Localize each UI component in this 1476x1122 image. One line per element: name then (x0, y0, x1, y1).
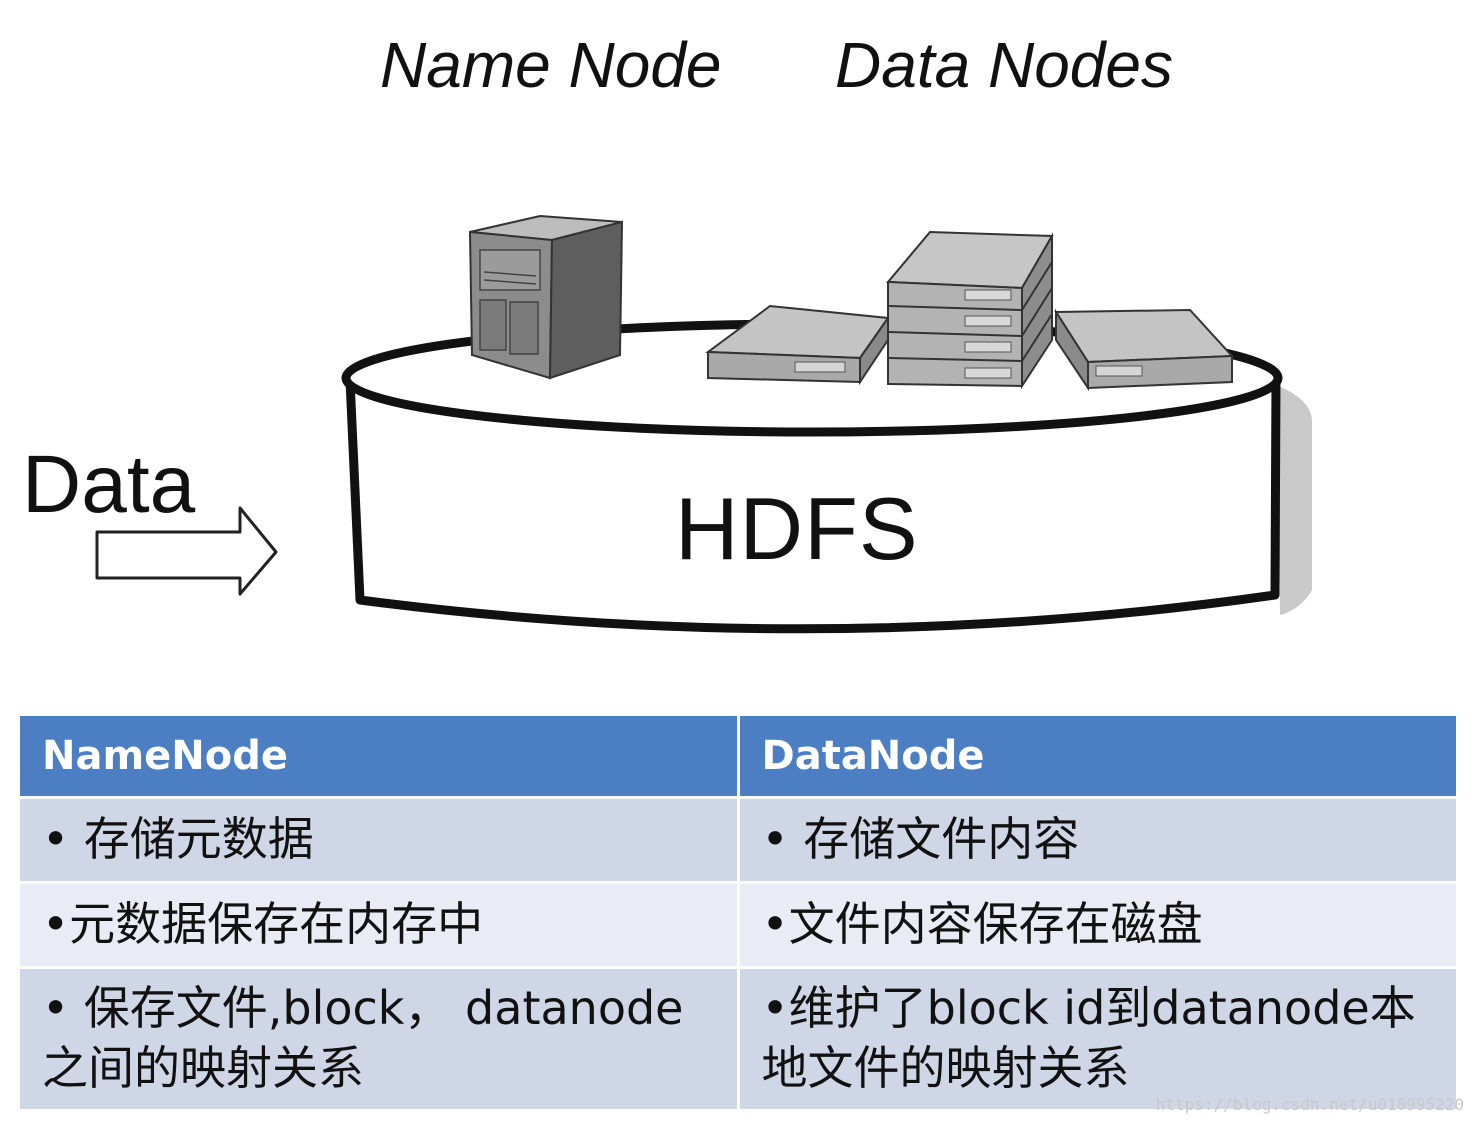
table-cell: • 存储元数据 (17, 796, 740, 884)
data-nodes-label: Data Nodes (835, 29, 1173, 101)
table-row: • 保存文件,block， datanode之间的映射关系 •维护了block … (17, 966, 1459, 1112)
input-arrow-icon (95, 506, 278, 596)
table-cell: •文件内容保存在磁盘 (736, 881, 1459, 969)
table-cell: •维护了block id到datanode本地文件的映射关系 (736, 966, 1459, 1112)
comparison-table: NameNode DataNode • 存储元数据 • 存储文件内容 •元数据保… (17, 716, 1459, 1112)
column-header-datanode: DataNode (736, 716, 1459, 799)
data-node-server-icon (885, 230, 1054, 390)
table-header-row: NameNode DataNode (17, 716, 1459, 799)
data-node-server-icon (1054, 308, 1235, 392)
hdfs-label: HDFS (675, 479, 919, 578)
data-node-server-icon (705, 304, 890, 386)
table-cell: • 保存文件,block， datanode之间的映射关系 (17, 966, 740, 1112)
table-cell: •元数据保存在内存中 (17, 881, 740, 969)
table-cell: • 存储文件内容 (736, 796, 1459, 884)
table-row: • 存储元数据 • 存储文件内容 (17, 796, 1459, 884)
data-input-label: Data (22, 439, 196, 530)
column-header-namenode: NameNode (17, 716, 740, 799)
name-node-label: Name Node (380, 29, 722, 101)
hdfs-diagram (95, 214, 1312, 634)
table-row: •元数据保存在内存中 •文件内容保存在磁盘 (17, 881, 1459, 969)
name-node-server-icon (468, 214, 624, 380)
watermark: https://blog.csdn.net/u010995220 (1155, 1095, 1464, 1114)
